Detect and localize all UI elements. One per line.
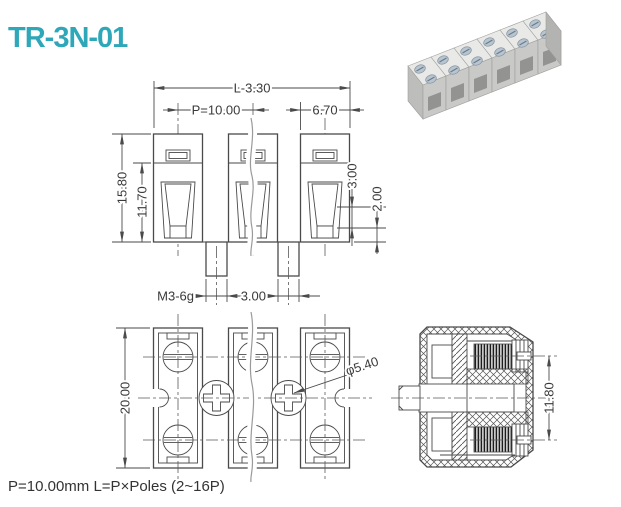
dim-pitch: P=10.00: [192, 103, 241, 118]
dim-total-length: L-3.30: [234, 81, 271, 96]
plan-view: 20.00 φ5.40: [116, 311, 382, 483]
dim-hole-bottom-offset: 2.00: [370, 186, 385, 211]
break-line: [249, 117, 254, 257]
dim-pin-thread: M3-6g: [157, 289, 194, 304]
section-view: 11.80: [391, 326, 559, 468]
dim-hole-offset: 3.00: [345, 163, 360, 188]
dim-total-height: 15.80: [115, 172, 130, 205]
dim-pole-width: 6.70: [312, 103, 337, 118]
photo-right-face: [545, 11, 562, 66]
break-line: [249, 311, 255, 483]
part-number-title: TR-3N-01: [8, 22, 128, 54]
footer-note: P=10.00mm L=P×Poles (2~16P): [8, 478, 225, 495]
front-view: L-3.30 P=10.00 6.70 15.80 11.70 3.00 2.0…: [112, 79, 387, 306]
dim-screw-spacing: 11.80: [542, 382, 557, 414]
screw-thread-section: [473, 343, 515, 370]
housing-outline: [419, 326, 534, 468]
dim-body-height: 11.70: [135, 186, 150, 218]
screw-thread-section: [473, 426, 515, 453]
dim-pin-width: 3.00: [241, 289, 266, 304]
product-photo: [407, 11, 562, 120]
dim-depth: 20.00: [118, 382, 133, 415]
